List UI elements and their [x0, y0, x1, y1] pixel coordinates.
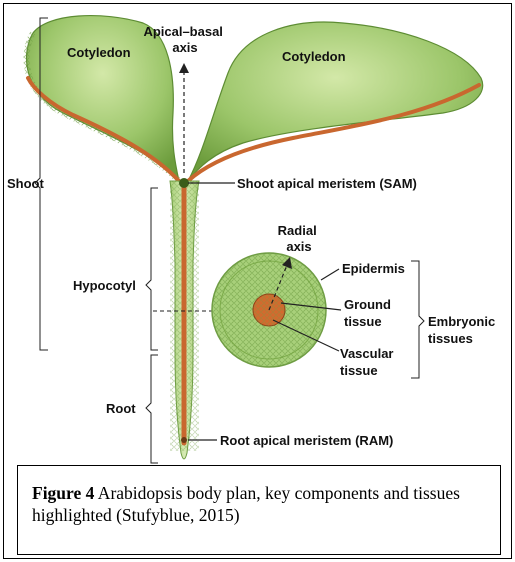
shoot-label: Shoot — [7, 176, 44, 191]
stem — [170, 178, 199, 459]
cross-section — [212, 253, 326, 367]
arabidopsis-diagram: Apical–basal axis Cotyledon Cotyledon Sh… — [3, 3, 512, 465]
caption-text: Arabidopsis body plan, key components an… — [32, 483, 460, 525]
embryonic-tissues-bracket — [411, 261, 424, 378]
epidermis-label: Epidermis — [342, 261, 405, 276]
figure-number: Figure 4 — [32, 483, 94, 503]
hypocotyl-bracket — [146, 188, 158, 350]
vascular-tissue-label: Vascular tissue — [340, 346, 397, 378]
root-label: Root — [106, 401, 136, 416]
cotyledon-left-label: Cotyledon — [67, 45, 131, 60]
embryonic-tissues-label: Embryonic tissues — [428, 314, 499, 346]
ground-tissue-label: Ground tissue — [344, 297, 395, 329]
right-cotyledon — [188, 22, 483, 181]
apical-basal-axis-arrow — [179, 63, 189, 173]
radial-axis-label: Radial axis — [278, 223, 321, 254]
hypocotyl-label: Hypocotyl — [73, 278, 136, 293]
figure-caption: Figure 4 Arabidopsis body plan, key comp… — [17, 465, 501, 555]
ram-label: Root apical meristem (RAM) — [220, 433, 393, 448]
root-bracket — [146, 355, 158, 463]
cotyledon-right-label: Cotyledon — [282, 49, 346, 64]
left-cotyledon — [27, 16, 179, 181]
sam-label: Shoot apical meristem (SAM) — [237, 176, 417, 191]
